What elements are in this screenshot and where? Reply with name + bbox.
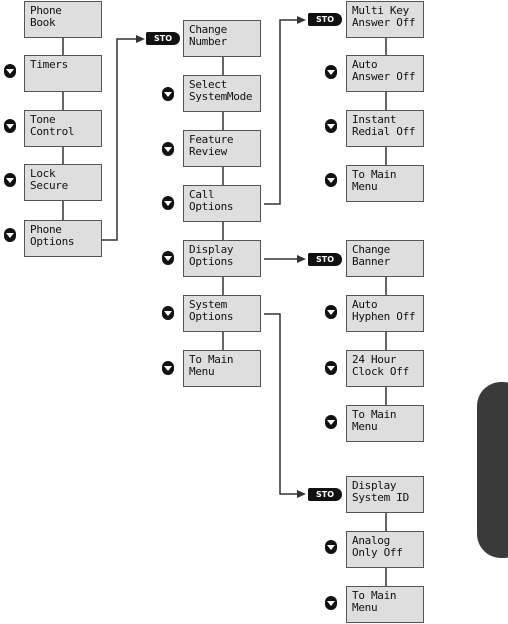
scroll-down-key-icon [162, 142, 174, 156]
menu-item-phone-options[interactable]: Phone Options [24, 220, 102, 257]
scroll-down-key-icon [162, 251, 174, 265]
menu-item-label: To Main Menu [189, 353, 234, 378]
scroll-down-key-icon [325, 305, 337, 319]
menu-item-change-banner[interactable]: Change Banner [346, 240, 424, 277]
menu-item-select-systemmode[interactable]: Select SystemMode [183, 75, 261, 112]
scroll-down-key-icon [325, 415, 337, 429]
menu-item-instant-redial[interactable]: Instant Redial Off [346, 110, 424, 147]
sto-key-icon: STO [146, 32, 180, 45]
menu-item-label: 24 Hour Clock Off [352, 353, 409, 378]
menu-item-label: Multi Key Answer Off [352, 4, 416, 29]
menu-item-tone-control[interactable]: Tone Control [24, 110, 102, 147]
menu-item-label: Auto Hyphen Off [352, 298, 416, 323]
menu-item-label: Phone Options [30, 223, 75, 248]
menu-item-lock-secure[interactable]: Lock Secure [24, 164, 102, 201]
menu-item-change-number[interactable]: Change Number [183, 20, 261, 57]
menu-item-label: Timers [30, 58, 68, 71]
scroll-down-key-icon [325, 596, 337, 610]
menu-item-display-system-id[interactable]: Display System ID [346, 476, 424, 513]
menu-item-label: Lock Secure [30, 167, 68, 192]
menu-item-label: System Options [189, 298, 234, 323]
menu-item-display-options[interactable]: Display Options [183, 240, 261, 277]
menu-item-phone-book[interactable]: Phone Book [24, 1, 102, 38]
menu-item-label: Feature Review [189, 133, 234, 158]
scroll-down-key-icon [325, 65, 337, 79]
menu-item-feature-review[interactable]: Feature Review [183, 130, 261, 167]
menu-item-call-options[interactable]: Call Options [183, 185, 261, 222]
sto-key-icon: STO [308, 13, 342, 26]
menu-item-label: Tone Control [30, 113, 75, 138]
scroll-down-key-icon [325, 119, 337, 133]
menu-item-to-main-menu[interactable]: To Main Menu [346, 405, 424, 442]
menu-item-label: Instant Redial Off [352, 113, 416, 138]
scroll-down-key-icon [325, 540, 337, 554]
menu-item-auto-hyphen[interactable]: Auto Hyphen Off [346, 295, 424, 332]
menu-item-multi-key-answer[interactable]: Multi Key Answer Off [346, 1, 424, 38]
menu-item-label: Select SystemMode [189, 78, 253, 103]
menu-item-to-main-menu[interactable]: To Main Menu [183, 350, 261, 387]
menu-item-to-main-menu[interactable]: To Main Menu [346, 586, 424, 623]
scroll-down-key-icon [162, 361, 174, 375]
scroll-down-key-icon [4, 119, 16, 133]
menu-item-label: Display Options [189, 243, 234, 268]
menu-item-label: Change Banner [352, 243, 390, 268]
scroll-down-key-icon [4, 228, 16, 242]
menu-item-label: Phone Book [30, 4, 62, 29]
scroll-down-key-icon [4, 64, 16, 78]
menu-item-label: Change Number [189, 23, 227, 48]
scroll-down-key-icon [4, 173, 16, 187]
menu-item-auto-answer[interactable]: Auto Answer Off [346, 55, 424, 92]
menu-item-system-options[interactable]: System Options [183, 295, 261, 332]
menu-item-to-main-menu[interactable]: To Main Menu [346, 165, 424, 202]
scroll-down-key-icon [162, 196, 174, 210]
scroll-down-key-icon [162, 306, 174, 320]
menu-item-label: Display System ID [352, 479, 409, 504]
menu-item-label: Call Options [189, 188, 234, 213]
menu-item-label: Analog Only Off [352, 534, 403, 559]
menu-item-timers[interactable]: Timers [24, 55, 102, 92]
menu-item-24-hour-clock[interactable]: 24 Hour Clock Off [346, 350, 424, 387]
menu-item-label: Auto Answer Off [352, 58, 416, 83]
sto-key-icon: STO [308, 488, 342, 501]
menu-item-label: To Main Menu [352, 408, 397, 433]
scroll-down-key-icon [325, 361, 337, 375]
scroll-down-key-icon [325, 173, 337, 187]
sto-key-icon: STO [308, 253, 342, 266]
menu-item-label: To Main Menu [352, 589, 397, 614]
menu-item-label: To Main Menu [352, 168, 397, 193]
scroll-down-key-icon [162, 87, 174, 101]
menu-item-analog-only[interactable]: Analog Only Off [346, 531, 424, 568]
page-edge-tab [477, 382, 508, 558]
